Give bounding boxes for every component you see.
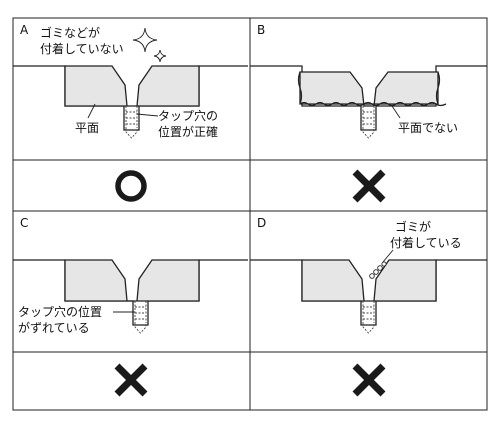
dirt-particles-icon (369, 261, 387, 279)
tap-hole-screw-offset (134, 301, 147, 334)
result-cross-icon (114, 363, 148, 397)
dirt-annotation-line2: 付着していない (40, 41, 124, 56)
dirt-annotation-line1: ゴミが (395, 219, 431, 234)
panel-d: D ゴミが 付着している (250, 216, 487, 397)
tap-annotation-line1: タップ穴の (158, 108, 218, 123)
sparkle-icon (153, 49, 167, 63)
mounted-block (299, 71, 439, 107)
result-cross-icon (352, 169, 386, 203)
sparkle-icon (132, 27, 158, 53)
mounted-block (64, 259, 200, 302)
panel-letter: A (20, 23, 29, 37)
flat-annotation: 平面 (75, 121, 99, 135)
flat-leader-line (391, 105, 401, 119)
panel-b: B 平面でない (250, 23, 487, 203)
tap-hole-screw (362, 106, 375, 139)
flat-leader-line (87, 103, 96, 119)
uneven-surface (299, 101, 447, 107)
mounted-block (301, 259, 437, 302)
not-flat-annotation: 平面でない (398, 121, 458, 135)
mounted-block (64, 65, 200, 107)
dirt-annotation-line1: ゴミなどが (40, 25, 100, 40)
tap-leader-line (136, 113, 159, 117)
grid-frame (12, 17, 488, 411)
dirt-annotation-line2: 付着している (390, 235, 462, 250)
panel-letter: B (257, 23, 265, 37)
result-cross-icon (352, 363, 386, 397)
dirt-leader-line (382, 249, 394, 263)
tap-annotation-line1: タップ穴の位置 (18, 304, 102, 319)
tap-hole-screw (125, 106, 138, 139)
tap-annotation-line2: 位置が正確 (158, 124, 218, 139)
uneven-surface (435, 71, 441, 105)
panel-a: A ゴミなどが 付着していない タップ穴の 位置が正確 平面 (13, 23, 248, 202)
panel-c: C タップ穴の位置 がずれている (13, 216, 248, 397)
tap-hole-screw (362, 301, 375, 334)
base-plate (250, 259, 487, 326)
panel-letter: C (20, 216, 28, 230)
result-circle-icon (115, 170, 147, 202)
panel-letter: D (257, 216, 266, 230)
tap-annotation-line2: がずれている (18, 320, 90, 335)
uneven-surface (297, 71, 303, 105)
